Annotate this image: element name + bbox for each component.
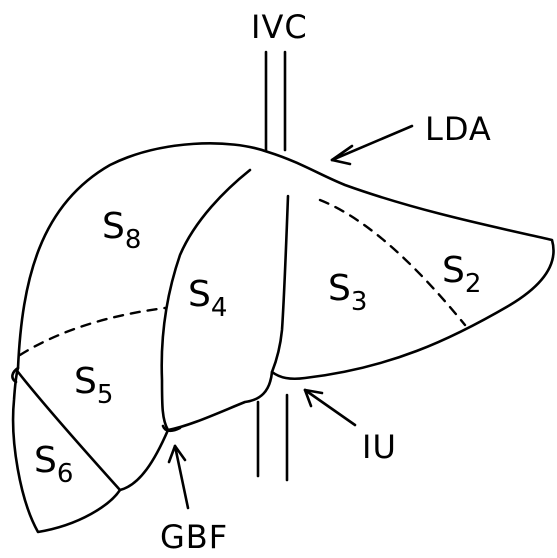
segment-label-s4: S4: [188, 274, 227, 323]
segment-label-s3: S3: [328, 268, 367, 317]
segment-label-s5: S5: [74, 361, 113, 410]
iu-arrow: [305, 390, 355, 425]
iu-label: IU: [362, 428, 397, 466]
segment-label-s8: S8: [102, 206, 141, 255]
lda-label: LDA: [425, 110, 492, 148]
boundary-s8-s5-dashed: [20, 308, 165, 355]
boundary-s4-s3: [272, 196, 288, 372]
segment-label-s2: S2: [442, 250, 481, 299]
gbf-label: GBF: [160, 518, 228, 556]
liver-outline: [13, 143, 553, 532]
lda-arrow: [332, 126, 412, 164]
ivc-vessel: [258, 52, 287, 480]
segment-label-s6: S6: [34, 440, 73, 489]
ivc-label: IVC: [251, 8, 308, 46]
gbf-arrow: [169, 446, 188, 508]
